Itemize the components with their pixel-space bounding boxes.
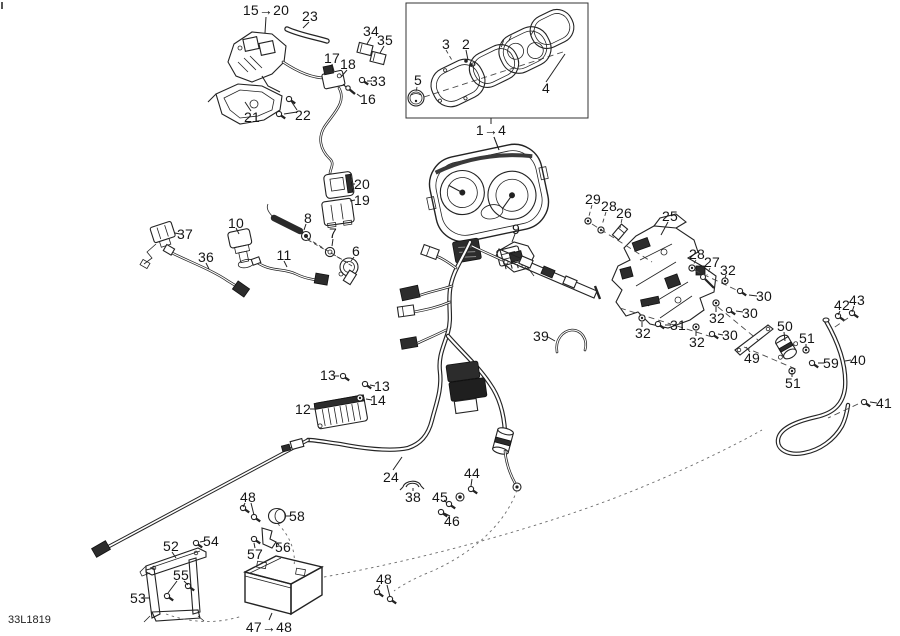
callout-2: 2: [462, 36, 470, 52]
callout-32: 32: [720, 262, 736, 278]
callout-51: 51: [799, 330, 815, 346]
callout-32: 32: [635, 325, 651, 341]
module-12-drawing: [310, 372, 376, 430]
callout-53: 53: [130, 590, 146, 606]
callout-54: 54: [203, 533, 219, 549]
ignition-switch-parts-drawing: [139, 203, 359, 298]
handlebar-switch-assembly-drawing: [207, 16, 387, 175]
routing-dashed-lines: [165, 237, 763, 622]
callout-41: 41: [876, 395, 892, 411]
callout-48: 48: [240, 489, 256, 505]
callout-29: 29: [585, 191, 601, 207]
rear-harness-drawing: [547, 305, 878, 456]
callout-30: 30: [756, 288, 772, 304]
drawing-part-code: 33L1819: [8, 614, 51, 626]
battery-assembly-drawing: [139, 502, 398, 623]
callout-40: 40: [850, 352, 866, 368]
callout-16: 16: [360, 91, 376, 107]
callout-57: 57: [247, 546, 263, 562]
callout-12: 12: [295, 401, 311, 417]
callout-3: 3: [442, 36, 450, 52]
callout-30: 30: [742, 305, 758, 321]
callout-1-to-4: 1→4: [475, 122, 507, 138]
callout-32: 32: [709, 310, 725, 326]
main-harness-drawing: [91, 239, 522, 558]
callout-52: 52: [163, 538, 179, 554]
callout-31: 31: [670, 317, 686, 333]
callout-25: 25: [662, 208, 678, 224]
callout-28: 28: [689, 246, 705, 262]
corner-mark: [1, 2, 3, 9]
callout-58: 58: [289, 508, 305, 524]
callout-26: 26: [616, 205, 632, 221]
callout-44: 44: [464, 465, 480, 481]
relay-bracket-drawing: [495, 204, 759, 341]
callout-14: 14: [370, 392, 386, 408]
gauge-inset-box-drawing: [405, 2, 589, 151]
callout-10: 10: [228, 215, 244, 231]
callout-19: 19: [354, 192, 370, 208]
callout-28: 28: [601, 198, 617, 214]
callout-47-to-48: 47→48: [245, 619, 293, 635]
callout-21: 21: [244, 109, 260, 125]
callout-13: 13: [374, 378, 390, 394]
callout-6: 6: [352, 243, 360, 259]
callout-48: 48: [376, 571, 392, 587]
callout-46: 46: [444, 513, 460, 529]
switch-19-20-drawing: [321, 171, 356, 228]
callout-32: 32: [689, 334, 705, 350]
callout-8: 8: [304, 210, 312, 226]
callout-9: 9: [512, 221, 520, 237]
callout-36: 36: [198, 249, 214, 265]
callout-59: 59: [823, 355, 839, 371]
gauge-cluster-drawing: [426, 136, 550, 270]
callout-35: 35: [377, 32, 393, 48]
callout-20: 20: [354, 176, 370, 192]
callout-55: 55: [173, 567, 189, 583]
callout-24: 24: [383, 469, 399, 485]
callout-18: 18: [340, 56, 356, 72]
callout-17: 17: [324, 50, 340, 66]
callout-4: 4: [542, 80, 550, 96]
callout-43: 43: [849, 292, 865, 308]
callout-49: 49: [744, 350, 760, 366]
callout-11: 11: [276, 247, 292, 263]
callout-33: 33: [370, 73, 386, 89]
callout-37: 37: [177, 226, 193, 242]
callout-39: 39: [533, 328, 549, 344]
callout-45: 45: [432, 489, 448, 505]
callout-7: 7: [329, 225, 337, 241]
callout-30: 30: [722, 327, 738, 343]
callout-5: 5: [414, 72, 422, 88]
callout-51: 51: [785, 375, 801, 391]
callout-27: 27: [704, 254, 720, 270]
callout-15-to-20: 15→20: [242, 2, 290, 18]
callout-42: 42: [834, 297, 850, 313]
callout-34: 34: [363, 23, 379, 39]
callout-56: 56: [275, 539, 291, 555]
callout-22: 22: [295, 107, 311, 123]
callout-13: 13: [320, 367, 336, 383]
callout-38: 38: [405, 489, 421, 505]
callout-50: 50: [777, 318, 793, 334]
callout-23: 23: [302, 8, 318, 24]
